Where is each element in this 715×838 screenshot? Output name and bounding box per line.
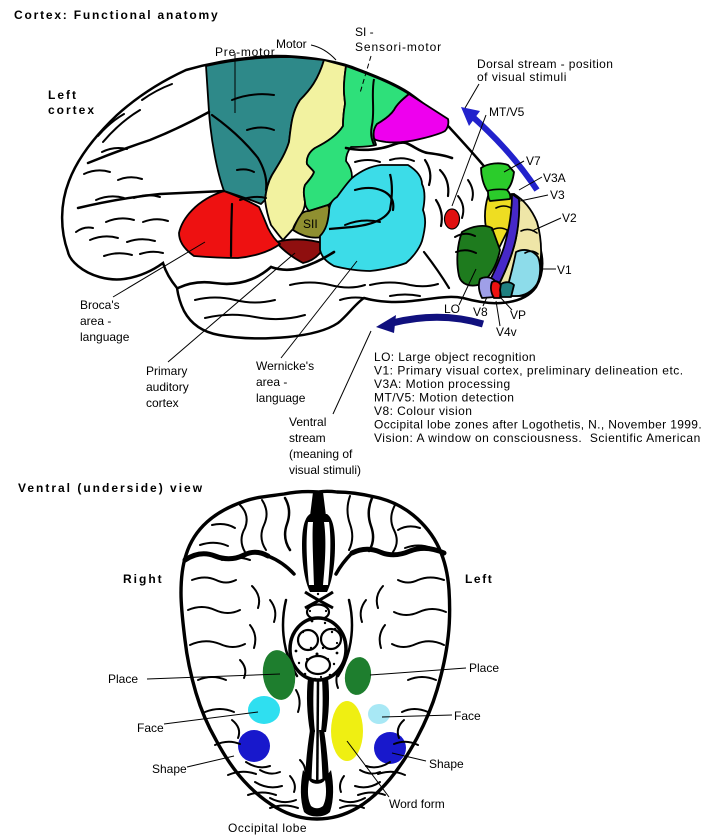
svg-text:Cortex: Functional anatomy: Cortex: Functional anatomy: [14, 8, 219, 22]
svg-text:MT/V5: Motion detection: MT/V5: Motion detection: [374, 391, 514, 405]
svg-text:Left: Left: [465, 572, 493, 586]
svg-text:area -: area -: [256, 375, 287, 389]
svg-text:Occipital lobe zones after Log: Occipital lobe zones after Logothetis, N…: [374, 418, 702, 432]
svg-text:V7: V7: [526, 154, 541, 168]
svg-text:Pre-motor: Pre-motor: [215, 45, 276, 59]
svg-text:Dorsal stream - position: Dorsal stream - position: [477, 57, 613, 71]
svg-text:Motor: Motor: [276, 37, 307, 51]
svg-text:stream: stream: [289, 431, 326, 445]
svg-text:MT/V5: MT/V5: [489, 105, 525, 119]
svg-text:V2: V2: [562, 211, 577, 225]
svg-text:V8: Colour vision: V8: Colour vision: [374, 404, 472, 418]
svg-text:cortex: cortex: [146, 396, 179, 410]
svg-text:V8: V8: [473, 305, 488, 319]
svg-text:LO: Large object recognition: LO: Large object recognition: [374, 350, 536, 364]
svg-text:Shape: Shape: [429, 757, 464, 771]
svg-text:Place: Place: [469, 661, 499, 675]
svg-text:language: language: [256, 391, 306, 405]
svg-text:SII: SII: [303, 217, 318, 231]
svg-text:Occipital lobe: Occipital lobe: [228, 821, 307, 835]
svg-text:SI -: SI -: [355, 25, 374, 39]
svg-text:visual stimuli): visual stimuli): [289, 463, 361, 477]
svg-text:V1: Primary visual cortex, pre: V1: Primary visual cortex, preliminary d…: [374, 364, 684, 378]
svg-text:Ventral: Ventral: [289, 415, 326, 429]
svg-text:auditory: auditory: [146, 380, 189, 394]
svg-text:V4v: V4v: [496, 325, 517, 339]
svg-text:Word form: Word form: [389, 797, 445, 811]
svg-text:area -: area -: [80, 314, 111, 328]
svg-text:Primary: Primary: [146, 364, 187, 378]
svg-text:V1: V1: [557, 263, 572, 277]
svg-text:VP: VP: [510, 308, 526, 322]
svg-text:of visual stimuli: of visual stimuli: [477, 70, 567, 84]
svg-text:V3A: V3A: [543, 171, 566, 185]
svg-text:Right: Right: [123, 572, 164, 586]
svg-text:Face: Face: [137, 721, 164, 735]
svg-text:(meaning of: (meaning of: [289, 447, 353, 461]
svg-text:Wernicke's: Wernicke's: [256, 359, 314, 373]
svg-text:Ventral (underside) view: Ventral (underside) view: [18, 481, 204, 495]
svg-text:V3A: Motion processing: V3A: Motion processing: [374, 377, 511, 391]
svg-text:LO: LO: [444, 302, 460, 316]
svg-text:Vision: A window on consciousn: Vision: A window on consciousness. Scien…: [374, 431, 701, 445]
svg-text:Face: Face: [454, 709, 481, 723]
svg-text:language: language: [80, 330, 130, 344]
svg-text:Left: Left: [48, 88, 78, 102]
svg-text:Place: Place: [108, 672, 138, 686]
svg-text:Broca's: Broca's: [80, 298, 120, 312]
svg-text:Shape: Shape: [152, 762, 187, 776]
svg-text:cortex: cortex: [48, 103, 96, 117]
svg-text:Sensori-motor: Sensori-motor: [355, 40, 442, 54]
svg-text:V3: V3: [550, 188, 565, 202]
